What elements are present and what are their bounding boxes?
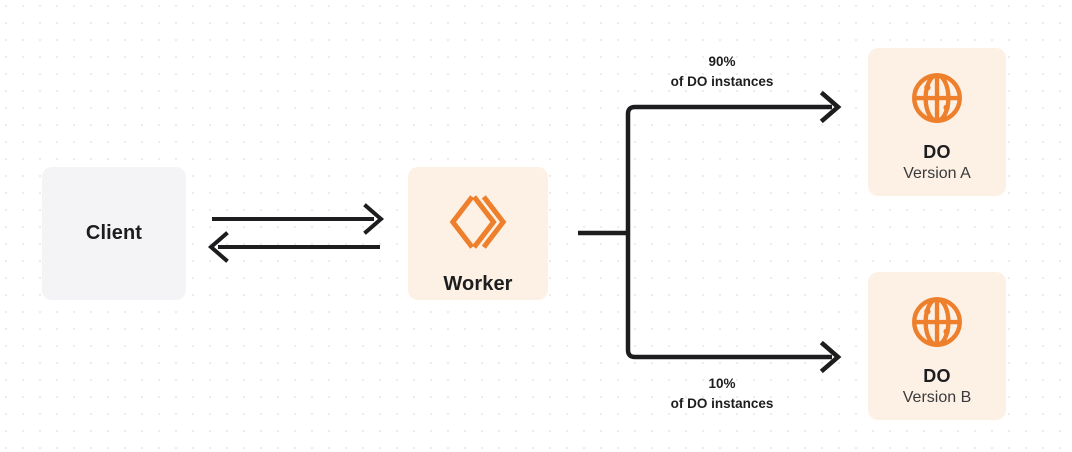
- node-do-b-label: DO: [923, 366, 951, 386]
- arrowhead-to-do-b: [819, 340, 842, 374]
- node-client: Client: [42, 167, 186, 300]
- node-do-version-b: DO Version B: [868, 272, 1006, 420]
- edge-label-do-a: 90% of DO instances: [632, 52, 812, 91]
- node-do-b-version: Version B: [902, 389, 972, 406]
- node-client-label: Client: [85, 222, 143, 244]
- globe-icon: [909, 70, 965, 126]
- arrowhead-to-do-a: [819, 90, 842, 124]
- edge-branch-trunk: [578, 104, 832, 360]
- edge-label-do-b-detail: of DO instances: [670, 395, 774, 411]
- node-do-version-a: DO Version A: [868, 48, 1006, 196]
- edge-worker-to-client: [207, 231, 380, 263]
- edge-label-do-b-percent: 10%: [708, 376, 736, 391]
- cloudflare-workers-icon: [447, 191, 509, 253]
- node-do-a-label: DO: [923, 142, 951, 162]
- edge-client-to-worker: [212, 203, 385, 235]
- node-worker-label: Worker: [443, 273, 513, 295]
- node-do-a-version: Version A: [903, 165, 971, 182]
- node-worker: Worker: [408, 167, 548, 300]
- edge-label-do-a-percent: 90%: [708, 54, 736, 69]
- globe-icon: [909, 294, 965, 350]
- edge-label-do-a-detail: of DO instances: [670, 73, 774, 89]
- edge-label-do-b: 10% of DO instances: [632, 374, 812, 413]
